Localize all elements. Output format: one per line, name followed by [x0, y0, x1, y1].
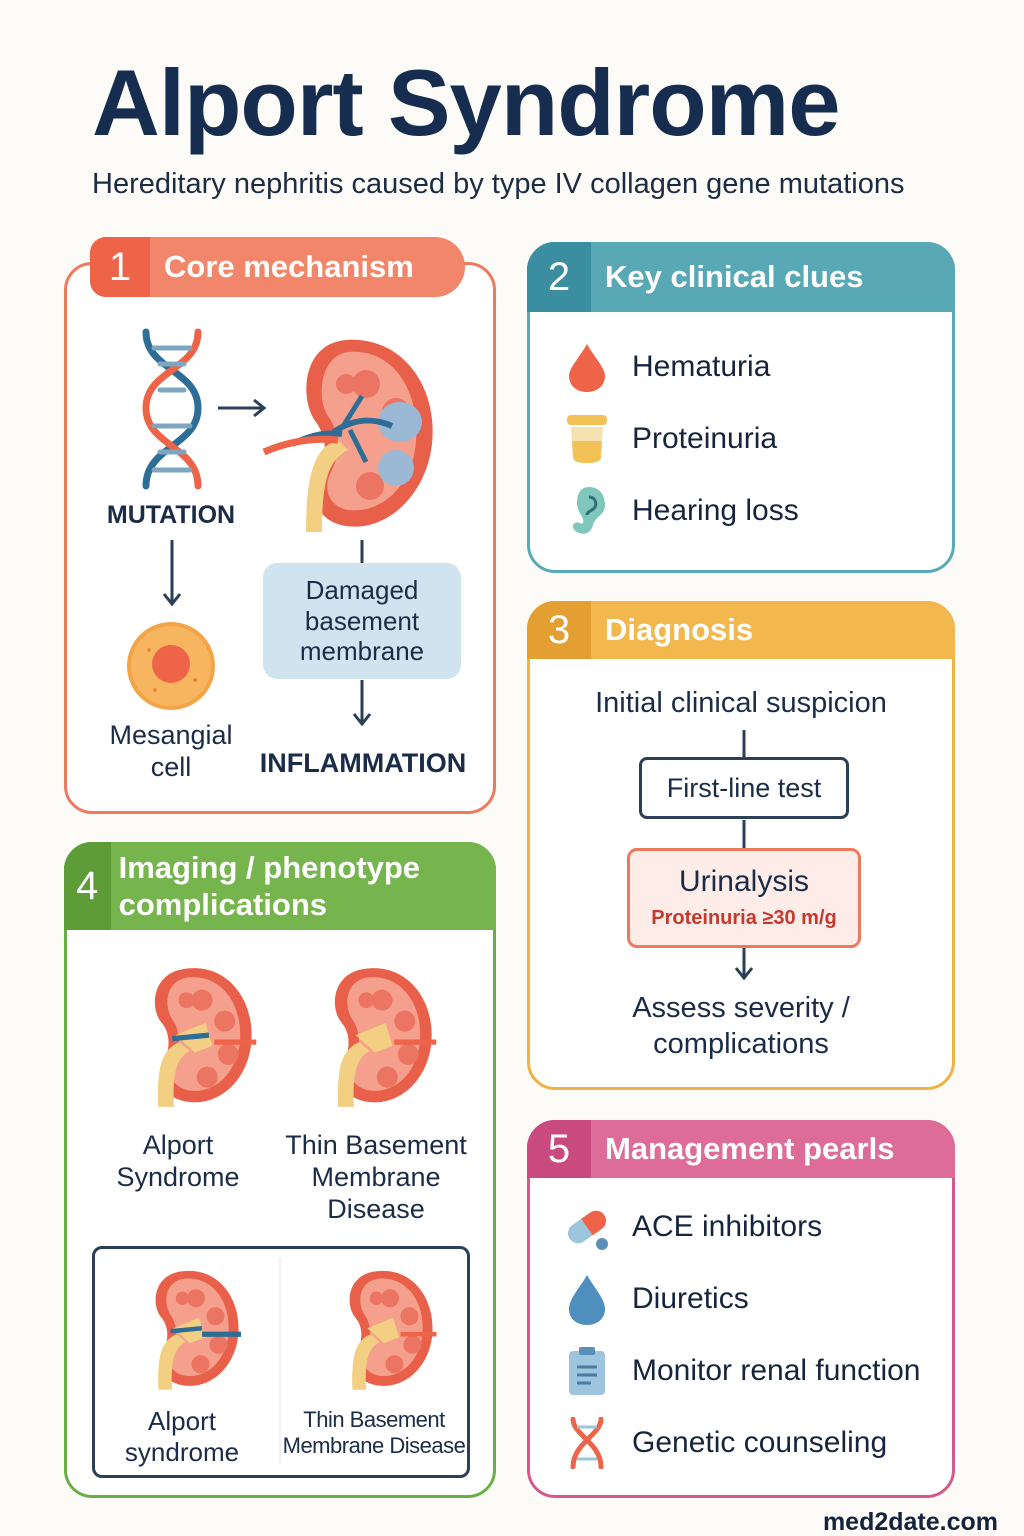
core-mechanism-panel — [64, 262, 496, 814]
page-title: Alport Syndrome — [92, 50, 841, 155]
urinalysis-threshold: Proteinuria ≥30 m/g — [651, 907, 837, 929]
blood-drop-icon — [562, 342, 612, 392]
urine-cup-icon — [562, 414, 612, 464]
connector-line — [742, 820, 746, 850]
mesangial-cell-label: Mesangial cell — [109, 720, 233, 782]
dna-helix-icon — [142, 328, 202, 490]
clipboard-icon — [562, 1346, 612, 1396]
pill-icon — [562, 1202, 612, 1252]
footer-brand: med2date.com — [822, 1508, 998, 1536]
kidney-tbmd-icon — [298, 954, 437, 1118]
connector-line — [360, 540, 364, 564]
tbmd-label: Thin Basement Membrane Disease — [282, 1407, 466, 1458]
section-title: Key clinical clues — [605, 259, 864, 295]
section-number: 3 — [527, 601, 591, 659]
section-number: 5 — [527, 1120, 591, 1178]
kidney-alport-icon — [124, 1262, 241, 1396]
arrow-down-icon — [734, 948, 754, 981]
mesangial-cell-icon — [127, 622, 215, 710]
alport-kidney-label: Alport Syndrome — [116, 1130, 240, 1192]
clinical-clues-header: 2 Key clinical clues — [527, 242, 955, 312]
diagnosis-step-suspicion: Initial clinical suspicion — [595, 687, 887, 719]
clue-item: Hematuria — [562, 342, 770, 392]
management-item: Genetic counseling — [562, 1417, 887, 1469]
management-item: Monitor renal function — [562, 1346, 921, 1396]
management-header: 5 Management pearls — [527, 1120, 955, 1178]
section-number: 4 — [64, 842, 111, 930]
diagnosis-panel — [527, 601, 955, 1090]
ear-icon — [562, 486, 612, 536]
kidney-tbmd-icon — [318, 1262, 437, 1396]
kidney-icon — [262, 339, 433, 532]
damaged-membrane-box: Damaged basement membrane — [263, 563, 461, 679]
tbmd-kidney-label: Thin Basement Membrane Disease — [285, 1130, 467, 1224]
clue-item: Hearing loss — [562, 486, 799, 536]
section-title: Core mechanism — [164, 249, 414, 285]
arrow-right-icon — [218, 398, 267, 418]
kidney-alport-icon — [118, 954, 257, 1118]
core-mechanism-header: 1 Core mechanism — [90, 237, 465, 297]
diagnosis-header: 3 Diagnosis — [527, 601, 955, 659]
alport-syndrome-label: Alport syndrome — [124, 1406, 240, 1467]
imaging-header: 4 Imaging / phenotype complications — [64, 842, 496, 930]
water-drop-icon — [562, 1274, 612, 1325]
dna-icon — [562, 1417, 612, 1469]
arrow-down-icon — [162, 540, 182, 607]
management-item: Diuretics — [562, 1274, 749, 1325]
arrow-down-icon — [352, 680, 372, 727]
urinalysis-label: Urinalysis — [678, 865, 810, 898]
page-subtitle: Hereditary nephritis caused by type IV c… — [92, 168, 905, 200]
connector-line — [742, 730, 746, 758]
section-title: Imaging / phenotype complications — [118, 849, 420, 922]
management-item: ACE inhibitors — [562, 1202, 822, 1252]
inflammation-label: INFLAMMATION — [259, 748, 467, 778]
comparison-divider — [279, 1258, 281, 1464]
mutation-label: MUTATION — [106, 501, 236, 529]
urinalysis-box: Urinalysis Proteinuria ≥30 m/g — [627, 848, 861, 948]
first-line-test-box: First-line test — [639, 757, 849, 819]
clue-item: Proteinuria — [562, 414, 777, 464]
section-title: Management pearls — [605, 1131, 895, 1167]
section-number: 2 — [527, 242, 591, 312]
section-number: 1 — [90, 237, 150, 297]
diagnosis-step-severity: Assess severity / complications — [632, 992, 850, 1061]
section-title: Diagnosis — [605, 612, 754, 648]
